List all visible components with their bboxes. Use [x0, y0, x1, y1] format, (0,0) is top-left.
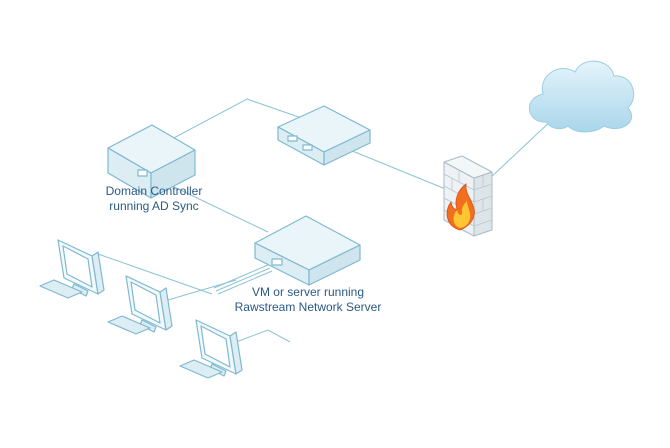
router-port-2 [302, 144, 313, 151]
server-drive-slot [271, 258, 283, 266]
network-server-label-line1: VM or server running [251, 285, 365, 299]
edge-dc-to-server [169, 184, 269, 233]
workstation-3 [179, 319, 243, 379]
keyboard-1 [39, 279, 83, 299]
monitor-3-inner [200, 325, 231, 368]
monitor-1-stand [71, 283, 89, 297]
monitor-1-side [91, 251, 105, 295]
dc-drive-slot [137, 169, 148, 177]
monitor-2-stand [139, 319, 157, 333]
firewall-top [443, 155, 493, 179]
domain-controller-label: Domain Controller running AD Sync [90, 184, 218, 214]
network-server [254, 215, 361, 286]
network-server-label-line2: Rawstream Network Server [234, 300, 382, 314]
domain-controller-server [107, 124, 196, 199]
edge-server-to-workstation-1 [97, 253, 213, 295]
server-side [308, 244, 361, 286]
monitor-1-inner [62, 245, 93, 288]
domain-controller-label-line1: Domain Controller [105, 184, 203, 198]
edge-firewall-to-internet [487, 117, 555, 181]
keyboard-3 [179, 359, 223, 379]
router-appliance [277, 105, 371, 166]
server-cable-bundle [213, 264, 273, 295]
fire-icon [446, 183, 475, 231]
monitor-3-side [229, 331, 243, 375]
workstation-1 [39, 239, 105, 299]
edge-server-to-workstation-3 [235, 329, 291, 343]
monitor-2-inner [130, 281, 161, 324]
network-server-label: VM or server running Rawstream Network S… [226, 285, 390, 315]
router-side [323, 129, 371, 166]
router-port-1 [287, 135, 298, 142]
keyboard-2 [107, 315, 151, 335]
domain-controller-label-line2: running AD Sync [109, 199, 199, 213]
monitor-2-side [159, 287, 173, 331]
edge-router-to-firewall [344, 147, 449, 191]
workstation-2 [107, 275, 173, 335]
dc-side [150, 149, 196, 199]
cloud-icon [528, 60, 635, 133]
